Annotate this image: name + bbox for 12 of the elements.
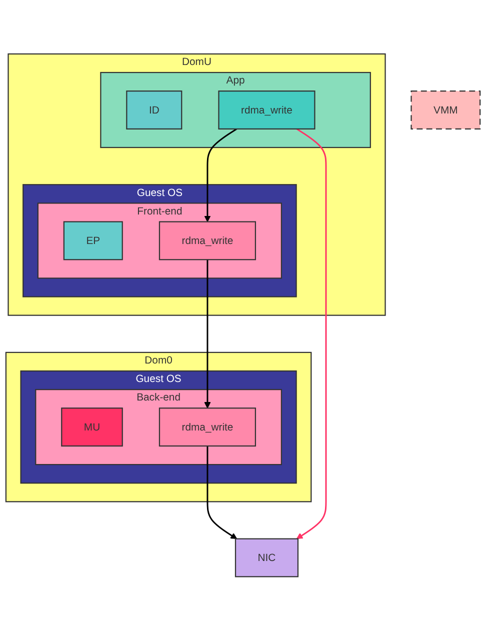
node-box: VMM [410, 90, 481, 130]
node-box: NIC [234, 538, 299, 577]
node-box: MU [61, 407, 123, 446]
node-box: EP [63, 220, 123, 260]
node-box: rdma_write [218, 90, 316, 130]
arrow [296, 128, 327, 539]
node-box: rdma_write [158, 407, 256, 446]
arrow [204, 259, 211, 408]
arrow [204, 128, 238, 222]
node-box: rdma_write [158, 220, 256, 260]
node-box: ID [126, 90, 182, 130]
arrow [206, 446, 238, 539]
